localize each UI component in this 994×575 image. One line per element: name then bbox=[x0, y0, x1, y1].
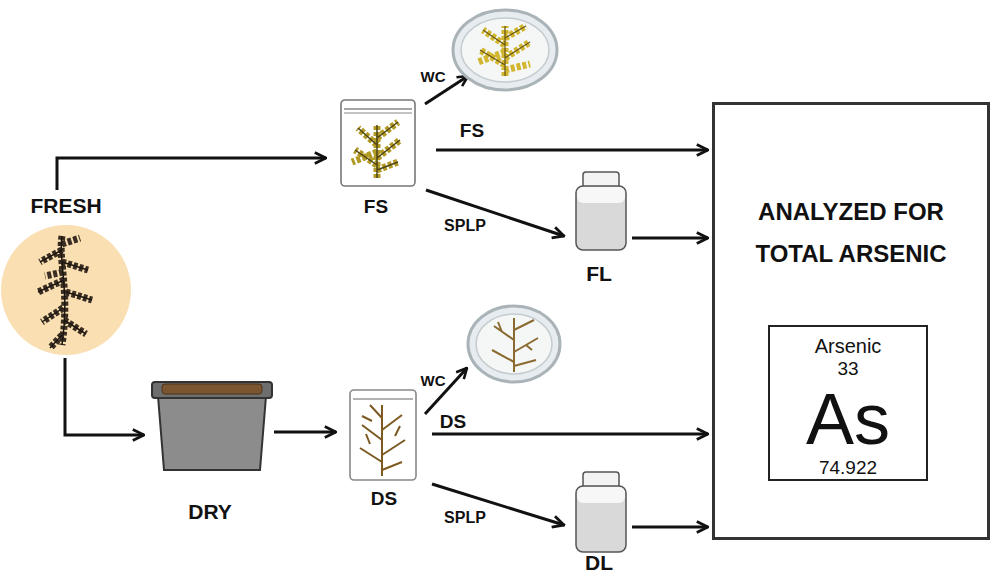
drying-seaweed bbox=[162, 384, 262, 394]
flow-arrow bbox=[632, 526, 708, 529]
petri-dish-inner bbox=[476, 314, 552, 374]
edge-label: SPLP bbox=[444, 217, 486, 235]
petri-dish-inner bbox=[461, 18, 549, 82]
sample-bag-node: DS bbox=[340, 386, 428, 510]
flow-arrow bbox=[432, 433, 708, 436]
flow-arrow bbox=[65, 358, 144, 435]
flow-arrow bbox=[57, 158, 326, 190]
flow-arrow bbox=[274, 431, 336, 434]
edge-label: FS bbox=[460, 120, 484, 142]
bag-zip bbox=[353, 398, 413, 400]
seaweed-leaves bbox=[478, 26, 530, 76]
bottle-shoulder bbox=[577, 187, 625, 203]
element-symbol: As bbox=[806, 381, 890, 457]
leachate-bottle-node: DL bbox=[566, 466, 632, 575]
sample-code: FS bbox=[364, 196, 388, 218]
element-tile: Arsenic33As74.922 bbox=[768, 325, 928, 481]
method-label: WC bbox=[421, 372, 446, 389]
method-label: WC bbox=[421, 68, 446, 85]
bag-zip bbox=[344, 113, 412, 114]
leachate-bottle bbox=[576, 486, 626, 552]
seaweed-leaves bbox=[352, 122, 400, 178]
fresh-sample-circle bbox=[1, 225, 131, 355]
petri-dish bbox=[453, 10, 557, 90]
seaweed-stem bbox=[480, 26, 530, 76]
sample-bag bbox=[341, 100, 415, 186]
bottle-shoulder bbox=[577, 487, 625, 503]
edge-label: SPLP bbox=[444, 509, 486, 527]
dried-seaweed bbox=[492, 318, 538, 372]
atomic-number: 33 bbox=[837, 357, 858, 381]
element-name: Arsenic bbox=[815, 335, 882, 357]
sample-stage: FRESH bbox=[0, 194, 132, 358]
analysis-box: ANALYZED FOR TOTAL ARSENIC Arsenic33As74.… bbox=[712, 102, 990, 540]
leachate-bottle-node: FL bbox=[566, 166, 632, 286]
seaweed-leaves bbox=[38, 236, 92, 348]
stage-label: FRESH bbox=[30, 194, 101, 218]
dried-seaweed bbox=[360, 405, 405, 476]
flow-arrow bbox=[436, 149, 708, 152]
seaweed-stem bbox=[355, 122, 400, 178]
drying-container bbox=[158, 396, 266, 470]
flow-arrow bbox=[426, 190, 564, 236]
container-rim bbox=[152, 382, 272, 398]
sample-code: FL bbox=[586, 262, 612, 286]
sample-code: DL bbox=[585, 551, 613, 575]
sample-bag-node: FS bbox=[330, 96, 422, 218]
seaweed-stem bbox=[38, 236, 92, 348]
bag-zip bbox=[344, 108, 412, 110]
atomic-mass: 74.922 bbox=[819, 457, 877, 479]
sample-bag bbox=[350, 390, 416, 480]
flow-arrow bbox=[632, 237, 708, 240]
stage-label: DRY bbox=[188, 500, 232, 524]
leachate-bottle bbox=[576, 186, 626, 250]
box-heading: ANALYZED FOR TOTAL ARSENIC bbox=[720, 191, 982, 275]
sample-code: DS bbox=[371, 488, 397, 510]
petri-dish bbox=[468, 306, 560, 382]
edge-label: DS bbox=[440, 411, 466, 433]
drying-step: DRY bbox=[148, 364, 272, 524]
